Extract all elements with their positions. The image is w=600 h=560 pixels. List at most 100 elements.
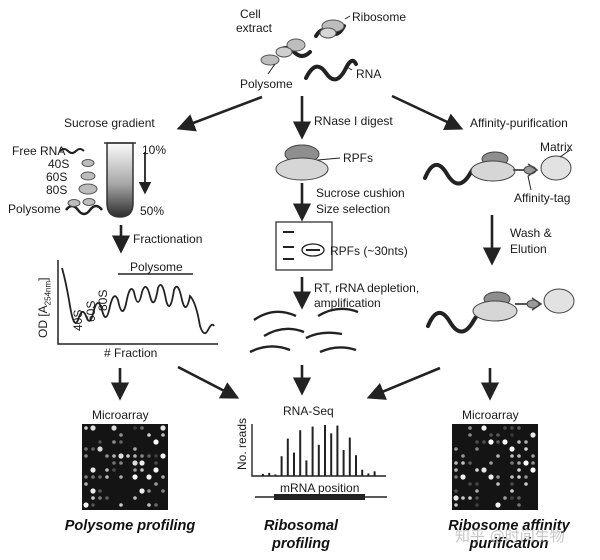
array-spot — [140, 468, 144, 472]
array-spot — [147, 489, 151, 493]
rnase-digest-label: RNase I digest — [314, 114, 393, 128]
fraction-axis-label: # Fraction — [104, 346, 158, 360]
array-spot — [510, 461, 514, 465]
array-spot — [105, 468, 109, 472]
array-spot — [510, 475, 514, 479]
polysome-profiling-title: Polysome profiling — [64, 518, 196, 534]
read-bar — [355, 455, 357, 476]
array-spot — [517, 468, 521, 472]
array-spot — [119, 475, 123, 479]
array-spot — [84, 454, 88, 458]
mrna-position-label: mRNA position — [280, 481, 360, 495]
array-spot — [468, 482, 472, 486]
array-spot — [147, 503, 151, 507]
array-spot — [510, 454, 514, 458]
array-spot — [461, 454, 465, 458]
gradient-bottom-percent: 50% — [140, 204, 165, 218]
array-spot — [154, 461, 158, 465]
array-spot — [517, 496, 521, 500]
array-spot — [475, 496, 479, 500]
array-spot — [502, 439, 508, 445]
free-rna-label: Free RNA — [12, 144, 66, 158]
od-axis-label: OD [A254nm] — [36, 277, 53, 338]
left-microarray-spots — [83, 425, 166, 508]
array-spot — [454, 461, 458, 465]
array-spot — [510, 489, 514, 493]
array-spot — [524, 447, 528, 451]
array-spot — [454, 503, 458, 507]
array-spot — [126, 454, 130, 458]
array-spot — [91, 496, 95, 500]
array-spot — [105, 475, 109, 479]
wash-label: Wash & — [510, 226, 552, 240]
array-spot — [468, 433, 472, 437]
array-spot — [510, 433, 514, 437]
ribosomal-profiling-title-line2: profiling — [272, 536, 330, 552]
array-spot — [133, 468, 137, 472]
array-spot — [111, 425, 117, 431]
rna-label: RNA — [356, 67, 382, 81]
array-spot — [132, 474, 138, 480]
read-bar — [324, 425, 326, 476]
array-spot — [482, 440, 486, 444]
affinity-purification-label: Affinity-purification — [470, 116, 568, 130]
array-spot — [468, 496, 472, 500]
array-spot — [84, 475, 88, 479]
read-bar — [367, 473, 370, 476]
array-spot — [454, 447, 458, 451]
profile-polysome-label: Polysome — [130, 260, 183, 274]
60s-label: 60S — [46, 170, 68, 184]
ribosome-label: Ribosome — [352, 10, 407, 24]
array-spot — [461, 461, 465, 465]
array-spot — [454, 489, 458, 493]
array-spot — [112, 454, 116, 458]
ribosomal-profiling-title-line1: Ribosomal — [263, 518, 339, 534]
array-spot — [90, 467, 96, 473]
rt-label-line1: RT, rRNA depletion, — [314, 281, 420, 295]
array-spot — [84, 426, 88, 430]
array-spot — [119, 461, 123, 465]
array-spot — [154, 482, 158, 486]
array-spot — [119, 433, 123, 437]
right-microarray-spots — [453, 425, 536, 508]
array-spot — [133, 454, 137, 458]
sucrose-gradient-illustration — [59, 142, 152, 218]
ribosome-affinity-title-line1: Ribosome affinity — [448, 518, 570, 534]
array-spot — [133, 496, 137, 500]
array-spot — [454, 475, 458, 479]
array-spot — [147, 454, 151, 458]
size-selection-label: Size selection — [316, 202, 391, 216]
cell-extract-illustration — [260, 15, 358, 82]
array-spot — [132, 460, 138, 466]
array-spot — [133, 426, 137, 430]
left-microarray-panel — [82, 424, 168, 510]
array-spot — [98, 489, 102, 493]
array-spot — [147, 433, 151, 437]
array-spot — [496, 433, 500, 437]
array-spot — [453, 495, 459, 501]
left-microarray-label: Microarray — [92, 408, 149, 422]
rpfs-label: RPFs — [343, 151, 373, 165]
array-spot — [98, 496, 102, 500]
array-spot — [517, 426, 521, 430]
read-bar — [268, 472, 271, 476]
affinity-tag-label: Affinity-tag — [514, 191, 571, 205]
ribosome-affinity-title-line2: purification — [469, 536, 549, 552]
array-spot — [481, 425, 487, 431]
array-spot — [454, 468, 458, 472]
arrow-to-affinity-purification — [391, 94, 464, 131]
peak-40s-label: 40S — [71, 309, 85, 331]
read-bar — [317, 444, 320, 476]
array-spot — [105, 496, 109, 500]
array-spot — [524, 482, 528, 486]
array-spot — [139, 488, 145, 494]
array-spot — [503, 426, 507, 430]
array-spot — [495, 502, 501, 508]
read-bar — [330, 433, 333, 476]
array-spot — [524, 475, 528, 479]
read-bar — [305, 460, 308, 476]
array-spot — [475, 468, 479, 472]
array-spot — [496, 482, 500, 486]
array-spot — [475, 440, 479, 444]
